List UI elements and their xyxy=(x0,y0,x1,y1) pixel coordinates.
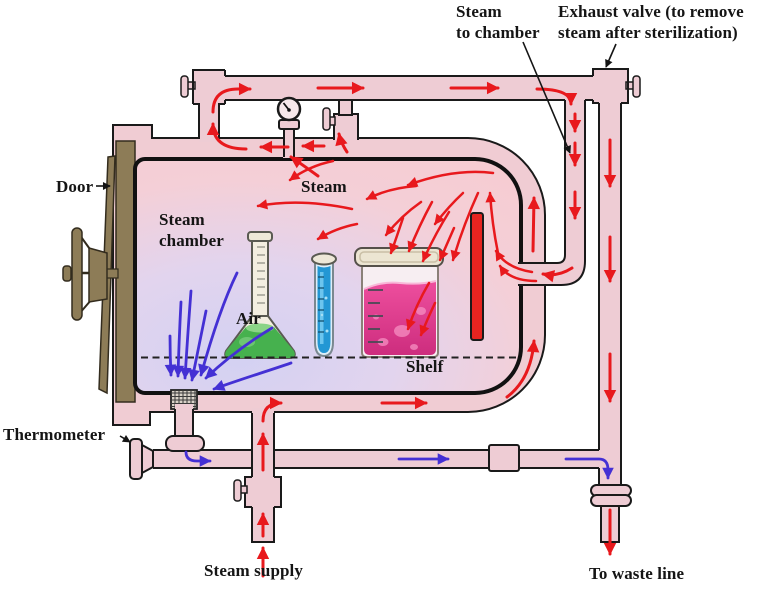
leader-thermometer xyxy=(119,434,131,443)
label-steam-supply: Steam supply xyxy=(204,561,303,580)
label-steam-chamber-line2: chamber xyxy=(159,231,224,250)
beaker xyxy=(354,247,444,358)
door xyxy=(62,140,136,403)
waste-union-coupling xyxy=(590,484,632,507)
heating-element xyxy=(470,212,484,341)
label-steam-chamber: Steam chamber xyxy=(159,209,224,251)
label-steam-to-chamber-line1: Steam xyxy=(456,2,502,21)
drain-coupling xyxy=(488,444,520,472)
label-to-waste-line: To waste line xyxy=(589,564,685,583)
label-exhaust-valve: Exhaust valve (to remove steam after ste… xyxy=(558,1,744,43)
label-exhaust-valve-line2: steam after sterilization) xyxy=(558,23,738,42)
label-steam-to-chamber-line2: to chamber xyxy=(456,23,540,42)
leader-exhaust-valve xyxy=(605,43,617,68)
test-tube xyxy=(311,252,337,358)
thermometer xyxy=(129,438,154,480)
exhaust-valve xyxy=(625,75,641,98)
steam-flow-arrows xyxy=(206,81,617,578)
steam-supply-pipe xyxy=(233,408,282,543)
label-steam: Steam xyxy=(301,177,347,196)
label-thermometer: Thermometer xyxy=(3,425,106,444)
top-valve-handle-icon xyxy=(180,75,196,98)
label-air: Air xyxy=(236,309,261,328)
pressure-gauge-icon xyxy=(276,96,302,158)
hand-wheel-icon xyxy=(62,227,119,321)
leader-lines xyxy=(96,41,617,443)
safety-valve xyxy=(322,99,359,140)
air-flow-arrows xyxy=(164,271,614,480)
label-door: Door xyxy=(56,177,94,196)
label-shelf: Shelf xyxy=(406,357,444,376)
top-steam-pipe xyxy=(180,68,641,142)
label-steam-chamber-line1: Steam xyxy=(159,210,205,229)
steam-supply-valve xyxy=(233,476,282,508)
label-exhaust-valve-line1: Exhaust valve (to remove xyxy=(558,2,744,21)
label-steam-to-chamber: Steam to chamber xyxy=(456,1,540,43)
thermometer-port xyxy=(165,404,205,452)
steam-to-chamber-pipe xyxy=(517,98,586,286)
leader-steam-to-chamber xyxy=(522,41,571,154)
door-column xyxy=(115,140,136,403)
